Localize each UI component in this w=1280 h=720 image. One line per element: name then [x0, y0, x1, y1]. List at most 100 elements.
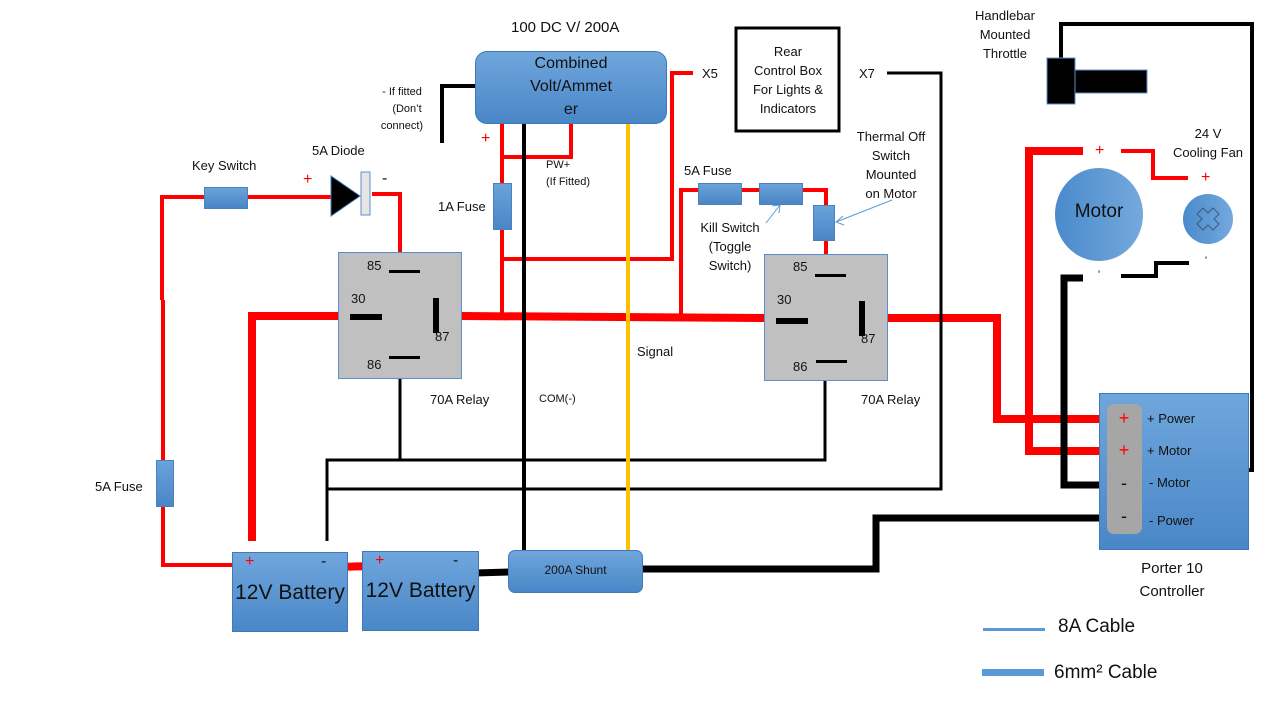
- rear-box-line-3: For Lights &: [752, 82, 824, 97]
- rear-control-box: [734, 26, 841, 133]
- shunt: 200A Shunt: [508, 550, 643, 593]
- controller-title-line-1: Porter 10: [1141, 560, 1203, 577]
- thermal-line-3: Mounted: [865, 167, 917, 182]
- relay-1-label: 70A Relay: [430, 392, 490, 407]
- wire-diode-to-relay1-85: [372, 192, 402, 253]
- relay-2: 85 30 87 86: [764, 254, 888, 381]
- wire-battery-pos-to-relay1-30: [248, 312, 338, 541]
- wire-5a-fuse-left: [161, 300, 233, 567]
- battery-2-label: 12V Battery: [365, 579, 476, 602]
- controller-terminal-2-sign: +: [1118, 440, 1130, 460]
- controller-terminal-4-label: - Power: [1149, 513, 1194, 528]
- shunt-label: 200A Shunt: [544, 563, 607, 577]
- wire-meter-neg-unconnected: [440, 84, 476, 143]
- motor-label: Motor: [1074, 201, 1124, 222]
- thermal-pointer-arrow: [835, 199, 893, 223]
- kill-switch-line-3: Switch): [708, 258, 752, 273]
- controller-terminal-4-sign: -: [1121, 506, 1127, 526]
- throttle-line-1: Handlebar: [975, 8, 1035, 23]
- key-switch-label: Key Switch: [192, 158, 257, 173]
- rear-box-line-1: Rear: [773, 44, 803, 59]
- relay-1-pin-87: [433, 298, 439, 333]
- controller-terminal-1-label: + Power: [1147, 411, 1196, 426]
- throttle-line-3: Throttle: [982, 46, 1028, 61]
- relay-2-pin-87: [859, 301, 865, 336]
- relay-2-pin-86-label: 86: [793, 359, 808, 374]
- relay-1: 85 30 87 86: [338, 252, 462, 379]
- diode-bar-icon: [360, 171, 371, 216]
- meter-rating-label: 100 DC V/ 200A: [511, 19, 620, 36]
- wire-motor-neg: [1060, 274, 1101, 489]
- wire-fan-pos: [1121, 149, 1188, 180]
- kill-switch-arrowhead: [771, 204, 781, 214]
- relay-2-pin-30-label: 30: [777, 292, 792, 307]
- fuse-1a: [493, 183, 512, 230]
- wire-shunt-to-controller: [642, 514, 1100, 573]
- battery-1: + - 12V Battery: [232, 552, 348, 632]
- relay-2-pin-85: [815, 274, 846, 277]
- relay-2-pin-30: [776, 318, 808, 324]
- controller-terminal-3-label: - Motor: [1149, 475, 1191, 490]
- diode-minus-sign: -: [382, 170, 388, 187]
- fan-cross-icon: [1196, 207, 1220, 231]
- controller-terminal-2-label: + Motor: [1147, 443, 1192, 458]
- meter-pw-note: PW+ (If Fitted): [546, 157, 590, 191]
- wire-battery-to-shunt: [474, 568, 511, 577]
- meter-label-line-1: Combined: [534, 55, 608, 72]
- relay-2-pin-86: [816, 360, 847, 363]
- meter-label-line-2: Volt/Ammet: [530, 78, 612, 95]
- meter-pw-note-line-2: (If Fitted): [546, 176, 591, 188]
- throttle-bar-icon: [1074, 69, 1148, 94]
- diode-label: 5A Diode: [312, 143, 365, 158]
- kill-switch[interactable]: [759, 183, 803, 205]
- signal-wire-label: Signal: [637, 344, 674, 359]
- legend-6mm-cable-label: 6mm² Cable: [1054, 662, 1158, 683]
- relay-2-label: 70A Relay: [861, 392, 921, 407]
- wire-throttle: [1059, 22, 1254, 472]
- relay-1-pin-86: [389, 356, 420, 359]
- wire-ground-bus-1: [325, 458, 400, 541]
- battery-1-plus: +: [245, 553, 255, 570]
- controller-terminal-strip: [1107, 404, 1142, 534]
- kill-switch-line-2: (Toggle: [708, 239, 752, 254]
- diode-triangle-icon: [330, 175, 361, 217]
- relay-1-pin-87-label: 87: [435, 329, 450, 344]
- throttle-grip-icon: [1046, 57, 1076, 105]
- fan-line-1: 24 V: [1194, 126, 1222, 141]
- fuse-5a-right: [698, 183, 742, 205]
- controller-terminal-1-sign: +: [1118, 408, 1130, 428]
- battery-1-minus: -: [321, 553, 327, 570]
- throttle-line-2: Mounted: [979, 27, 1031, 42]
- rear-box-line-2: Control Box: [754, 63, 822, 78]
- wire-key-switch-to-diode: [160, 195, 335, 300]
- meter-neg-note: - If fitted (Don’t connect): [370, 84, 434, 135]
- motor-minus-sign: ': [1098, 269, 1101, 281]
- key-switch[interactable]: [204, 187, 248, 209]
- controller-title-line-2: Controller: [1139, 583, 1205, 600]
- relay-1-pin-86-label: 86: [367, 357, 382, 372]
- kill-switch-pointer-arrow: [765, 204, 781, 224]
- relay-1-pin-30-label: 30: [351, 291, 366, 306]
- motor: Motor: [1055, 168, 1143, 261]
- com-wire-label: COM(-): [539, 393, 576, 405]
- battery-2-plus: +: [375, 552, 385, 569]
- legend-8a-cable-label: 8A Cable: [1058, 616, 1136, 637]
- fuse-5a-right-label: 5A Fuse: [684, 163, 732, 178]
- thermal-line-4: on Motor: [865, 186, 917, 201]
- battery-2: + - 12V Battery: [362, 551, 479, 631]
- porter-10-controller: + + Power + + Motor - - Motor - - Power: [1099, 393, 1249, 550]
- thermal-line-2: Switch: [871, 148, 911, 163]
- relay-1-pin-85-label: 85: [367, 258, 382, 273]
- fan-line-2: Cooling Fan: [1172, 145, 1244, 160]
- fan-plus-sign: +: [1201, 169, 1211, 186]
- relay-1-pin-85: [389, 270, 420, 273]
- kill-switch-label: Kill Switch (Toggle Switch): [694, 218, 766, 275]
- diode-plus-sign: +: [303, 171, 313, 188]
- wire-ground-bus-2: [327, 71, 943, 491]
- meter-pw-note-line-1: PW+: [546, 159, 571, 171]
- controller-terminal-3-sign: -: [1121, 473, 1127, 493]
- relay-1-pin-30: [350, 314, 382, 320]
- relay-2-pin-87-label: 87: [861, 331, 876, 346]
- legend-8a-cable-swatch: [983, 628, 1045, 631]
- cooling-fan: [1183, 194, 1233, 244]
